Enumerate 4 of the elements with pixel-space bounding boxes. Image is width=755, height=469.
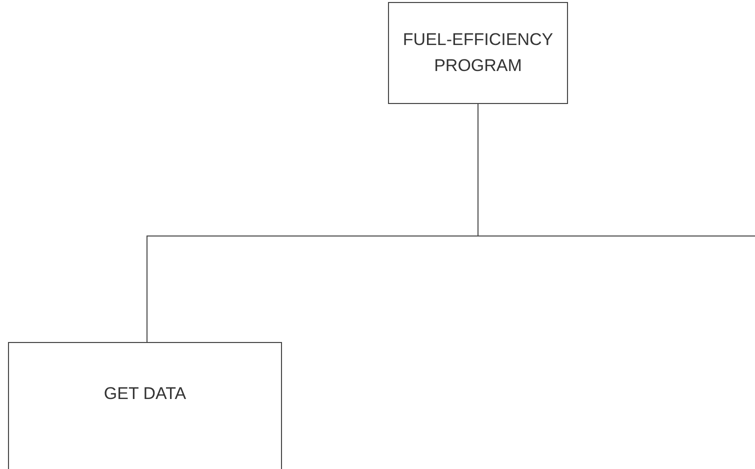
- process-box: [8, 342, 282, 469]
- box-label: FUEL-EFFICIENCY PROGRAM: [402, 29, 554, 77]
- box-label: GET DATA: [102, 383, 188, 405]
- process-box: [388, 2, 568, 104]
